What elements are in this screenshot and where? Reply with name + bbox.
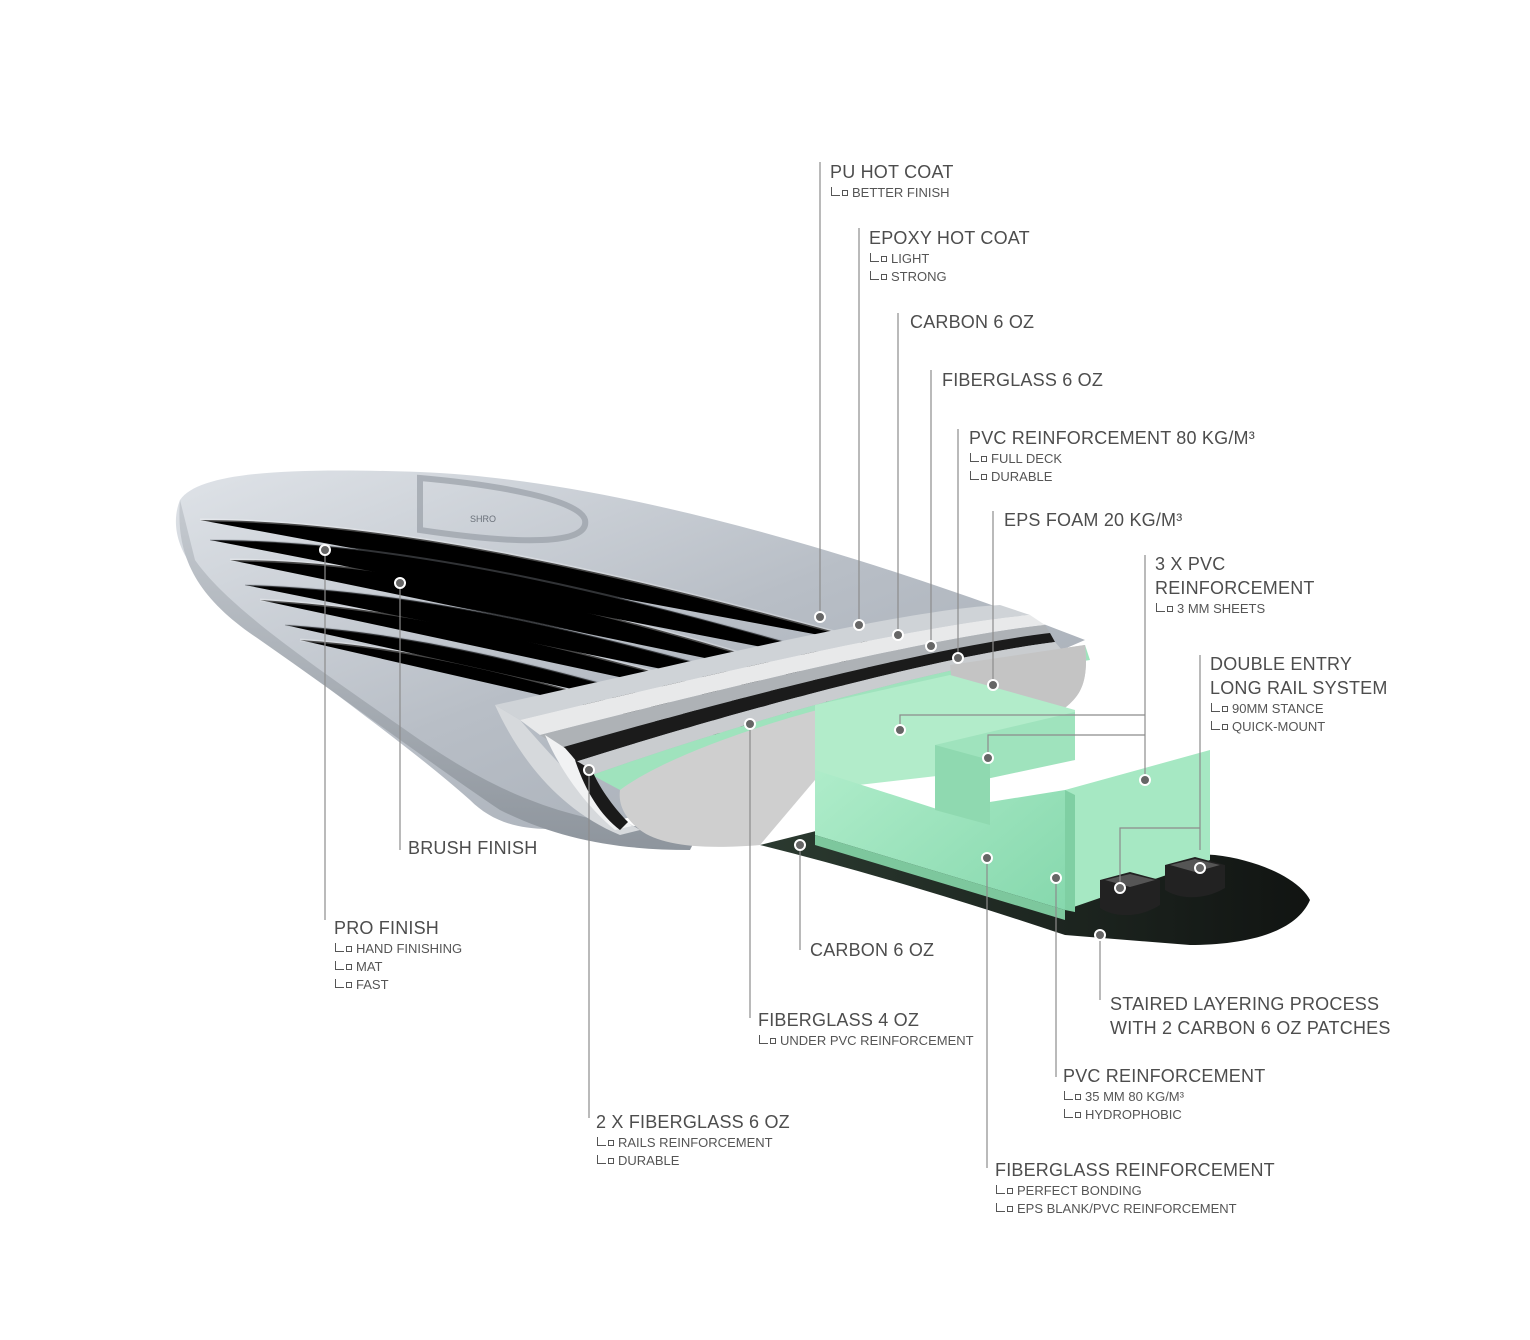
- dot-pvc-35: [1050, 872, 1062, 884]
- callout-title: CARBON 6 OZ: [910, 312, 1035, 332]
- callout-sub: BETTER FINISH: [830, 184, 954, 202]
- callout-title: FIBERGLASS 6 OZ: [942, 370, 1104, 390]
- dot-pvc-80: [952, 652, 964, 664]
- callout-title: DOUBLE ENTRY: [1210, 654, 1353, 674]
- callout-fiberglass-6: FIBERGLASS 6 OZ: [942, 368, 1103, 392]
- callout-title-line2: WITH 2 CARBON 6 OZ PATCHES: [1110, 1018, 1391, 1038]
- dot-fiberglass-4: [744, 718, 756, 730]
- callout-brush-finish: BRUSH FINISH: [408, 836, 537, 860]
- callout-sub: STRONG: [869, 268, 1030, 286]
- callout-sub: HAND FINISHING: [334, 940, 462, 958]
- callout-sub: DURABLE: [969, 468, 1255, 486]
- callout-sub: UNDER PVC REINFORCEMENT: [758, 1032, 974, 1050]
- dot-carbon-top: [892, 629, 904, 641]
- callout-carbon-top: CARBON 6 OZ: [910, 310, 1034, 334]
- callout-pvc-80: PVC REINFORCEMENT 80 KG/M³ FULL DECK DUR…: [969, 426, 1255, 486]
- callout-sub: EPS BLANK/PVC REINFORCEMENT: [995, 1200, 1275, 1218]
- leader-lines: [324, 162, 1201, 1168]
- callout-title: 3 X PVC: [1155, 554, 1226, 574]
- dot-brush-finish: [394, 577, 406, 589]
- callout-title: CARBON 6 OZ: [810, 940, 935, 960]
- dot-staired: [1094, 929, 1106, 941]
- rail-mount-inserts: [1100, 857, 1225, 916]
- callout-title: EPOXY HOT COAT: [869, 228, 1030, 248]
- dot-pu-hot-coat: [814, 611, 826, 623]
- callout-double-entry: DOUBLE ENTRY LONG RAIL SYSTEM 90MM STANC…: [1210, 652, 1388, 736]
- dot-fiberglass-reinf: [981, 852, 993, 864]
- callout-title: PVC REINFORCEMENT 80 KG/M³: [969, 428, 1255, 448]
- dot-pvc-3x-b: [982, 752, 994, 764]
- dot-pro-finish: [319, 544, 331, 556]
- callout-title: EPS FOAM 20 KG/M³: [1004, 510, 1183, 530]
- callout-title: 2 X FIBERGLASS 6 OZ: [596, 1112, 790, 1132]
- callout-pro-finish: PRO FINISH HAND FINISHING MAT FAST: [334, 916, 462, 994]
- dot-pvc-3x-c: [1139, 774, 1151, 786]
- dot-eps-foam: [987, 679, 999, 691]
- callout-pvc-35: PVC REINFORCEMENT 35 MM 80 KG/M³ HYDROPH…: [1063, 1064, 1265, 1124]
- callout-epoxy-hot-coat: EPOXY HOT COAT LIGHT STRONG: [869, 226, 1030, 286]
- dot-double-entry-a: [1114, 882, 1126, 894]
- dot-pvc-3x-a: [894, 724, 906, 736]
- dot-fiberglass-6: [925, 640, 937, 652]
- dot-epoxy-hot-coat: [853, 619, 865, 631]
- callout-title: PVC REINFORCEMENT: [1063, 1066, 1266, 1086]
- callout-sub: LIGHT: [869, 250, 1030, 268]
- callout-sub: FULL DECK: [969, 450, 1255, 468]
- callout-fiberglass-2x: 2 X FIBERGLASS 6 OZ RAILS REINFORCEMENT …: [596, 1110, 790, 1170]
- callout-sub: PERFECT BONDING: [995, 1182, 1275, 1200]
- callout-title-line2: REINFORCEMENT: [1155, 578, 1315, 598]
- callout-title: BRUSH FINISH: [408, 838, 538, 858]
- callout-eps-foam: EPS FOAM 20 KG/M³: [1004, 508, 1182, 532]
- callout-sub: FAST: [334, 976, 462, 994]
- callout-pvc-3x: 3 X PVC REINFORCEMENT 3 MM SHEETS: [1155, 552, 1315, 618]
- callout-sub: MAT: [334, 958, 462, 976]
- pvc-reinforcement-box: [815, 675, 1210, 920]
- callout-title: PRO FINISH: [334, 918, 440, 938]
- dot-double-entry-b: [1194, 862, 1206, 874]
- callout-title-line2: LONG RAIL SYSTEM: [1210, 678, 1388, 698]
- callout-sub: QUICK-MOUNT: [1210, 718, 1388, 736]
- callout-sub: 90MM STANCE: [1210, 700, 1388, 718]
- callout-pu-hot-coat: PU HOT COAT BETTER FINISH: [830, 160, 954, 202]
- callout-fiberglass-reinf: FIBERGLASS REINFORCEMENT PERFECT BONDING…: [995, 1158, 1275, 1218]
- callout-sub: 3 MM SHEETS: [1155, 600, 1315, 618]
- callout-sub: DURABLE: [596, 1152, 790, 1170]
- callout-staired: STAIRED LAYERING PROCESS WITH 2 CARBON 6…: [1110, 992, 1391, 1040]
- callout-sub: 35 MM 80 KG/M³: [1063, 1088, 1265, 1106]
- callout-fiberglass-4: FIBERGLASS 4 OZ UNDER PVC REINFORCEMENT: [758, 1008, 974, 1050]
- dot-carbon-bottom: [794, 839, 806, 851]
- callout-title: PU HOT COAT: [830, 162, 954, 182]
- callout-dots: [319, 544, 1206, 941]
- callout-title: FIBERGLASS REINFORCEMENT: [995, 1160, 1275, 1180]
- callout-sub: RAILS REINFORCEMENT: [596, 1134, 790, 1152]
- callout-title: FIBERGLASS 4 OZ: [758, 1010, 920, 1030]
- callout-title: STAIRED LAYERING PROCESS: [1110, 994, 1380, 1014]
- svg-text:SHRO: SHRO: [470, 514, 496, 524]
- callout-sub: HYDROPHOBIC: [1063, 1106, 1265, 1124]
- callout-carbon-bottom: CARBON 6 OZ: [810, 938, 934, 962]
- dot-fiberglass-2x: [583, 764, 595, 776]
